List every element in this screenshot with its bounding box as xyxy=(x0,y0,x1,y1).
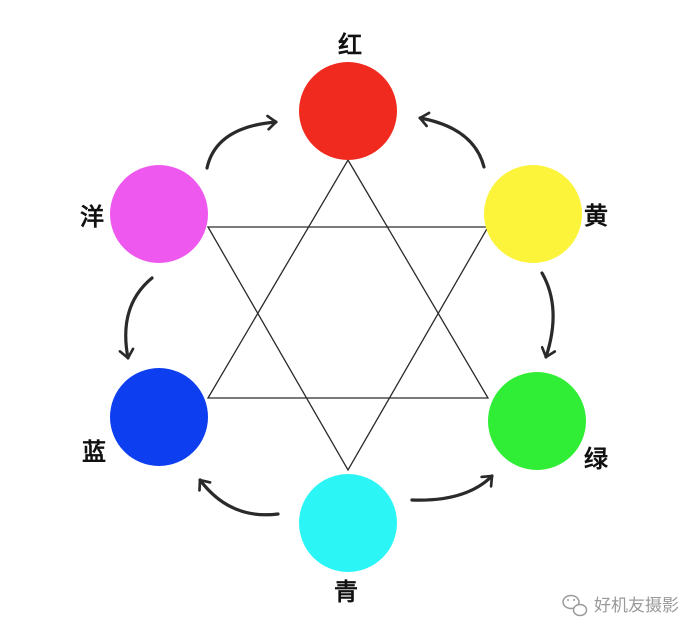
label-yellow: 黄 xyxy=(584,202,608,230)
watermark: 好机友摄影 xyxy=(562,594,679,617)
watermark-text: 好机友摄影 xyxy=(594,596,679,616)
arrow-magenta-to-red xyxy=(205,114,278,170)
arrow-cyan-to-blue xyxy=(198,478,280,517)
circle-yellow xyxy=(484,165,582,263)
label-magenta: 洋 xyxy=(80,203,104,231)
circle-green xyxy=(488,372,586,470)
triangle-up xyxy=(206,158,490,399)
label-green: 绿 xyxy=(584,445,609,473)
arrow-yellow-to-red xyxy=(418,111,486,169)
label-cyan: 青 xyxy=(334,578,358,606)
label-red: 红 xyxy=(338,31,362,59)
wechat-icon xyxy=(562,594,588,617)
triangle-down xyxy=(206,226,490,472)
label-blue: 蓝 xyxy=(82,438,106,466)
circle-magenta xyxy=(110,165,208,263)
circle-red xyxy=(299,62,397,160)
arrow-yellow-to-green xyxy=(540,271,557,359)
circle-blue xyxy=(110,368,208,466)
arrow-magenta-to-blue xyxy=(118,276,154,360)
arrow-cyan-to-green xyxy=(410,474,494,502)
circle-cyan xyxy=(299,474,397,572)
